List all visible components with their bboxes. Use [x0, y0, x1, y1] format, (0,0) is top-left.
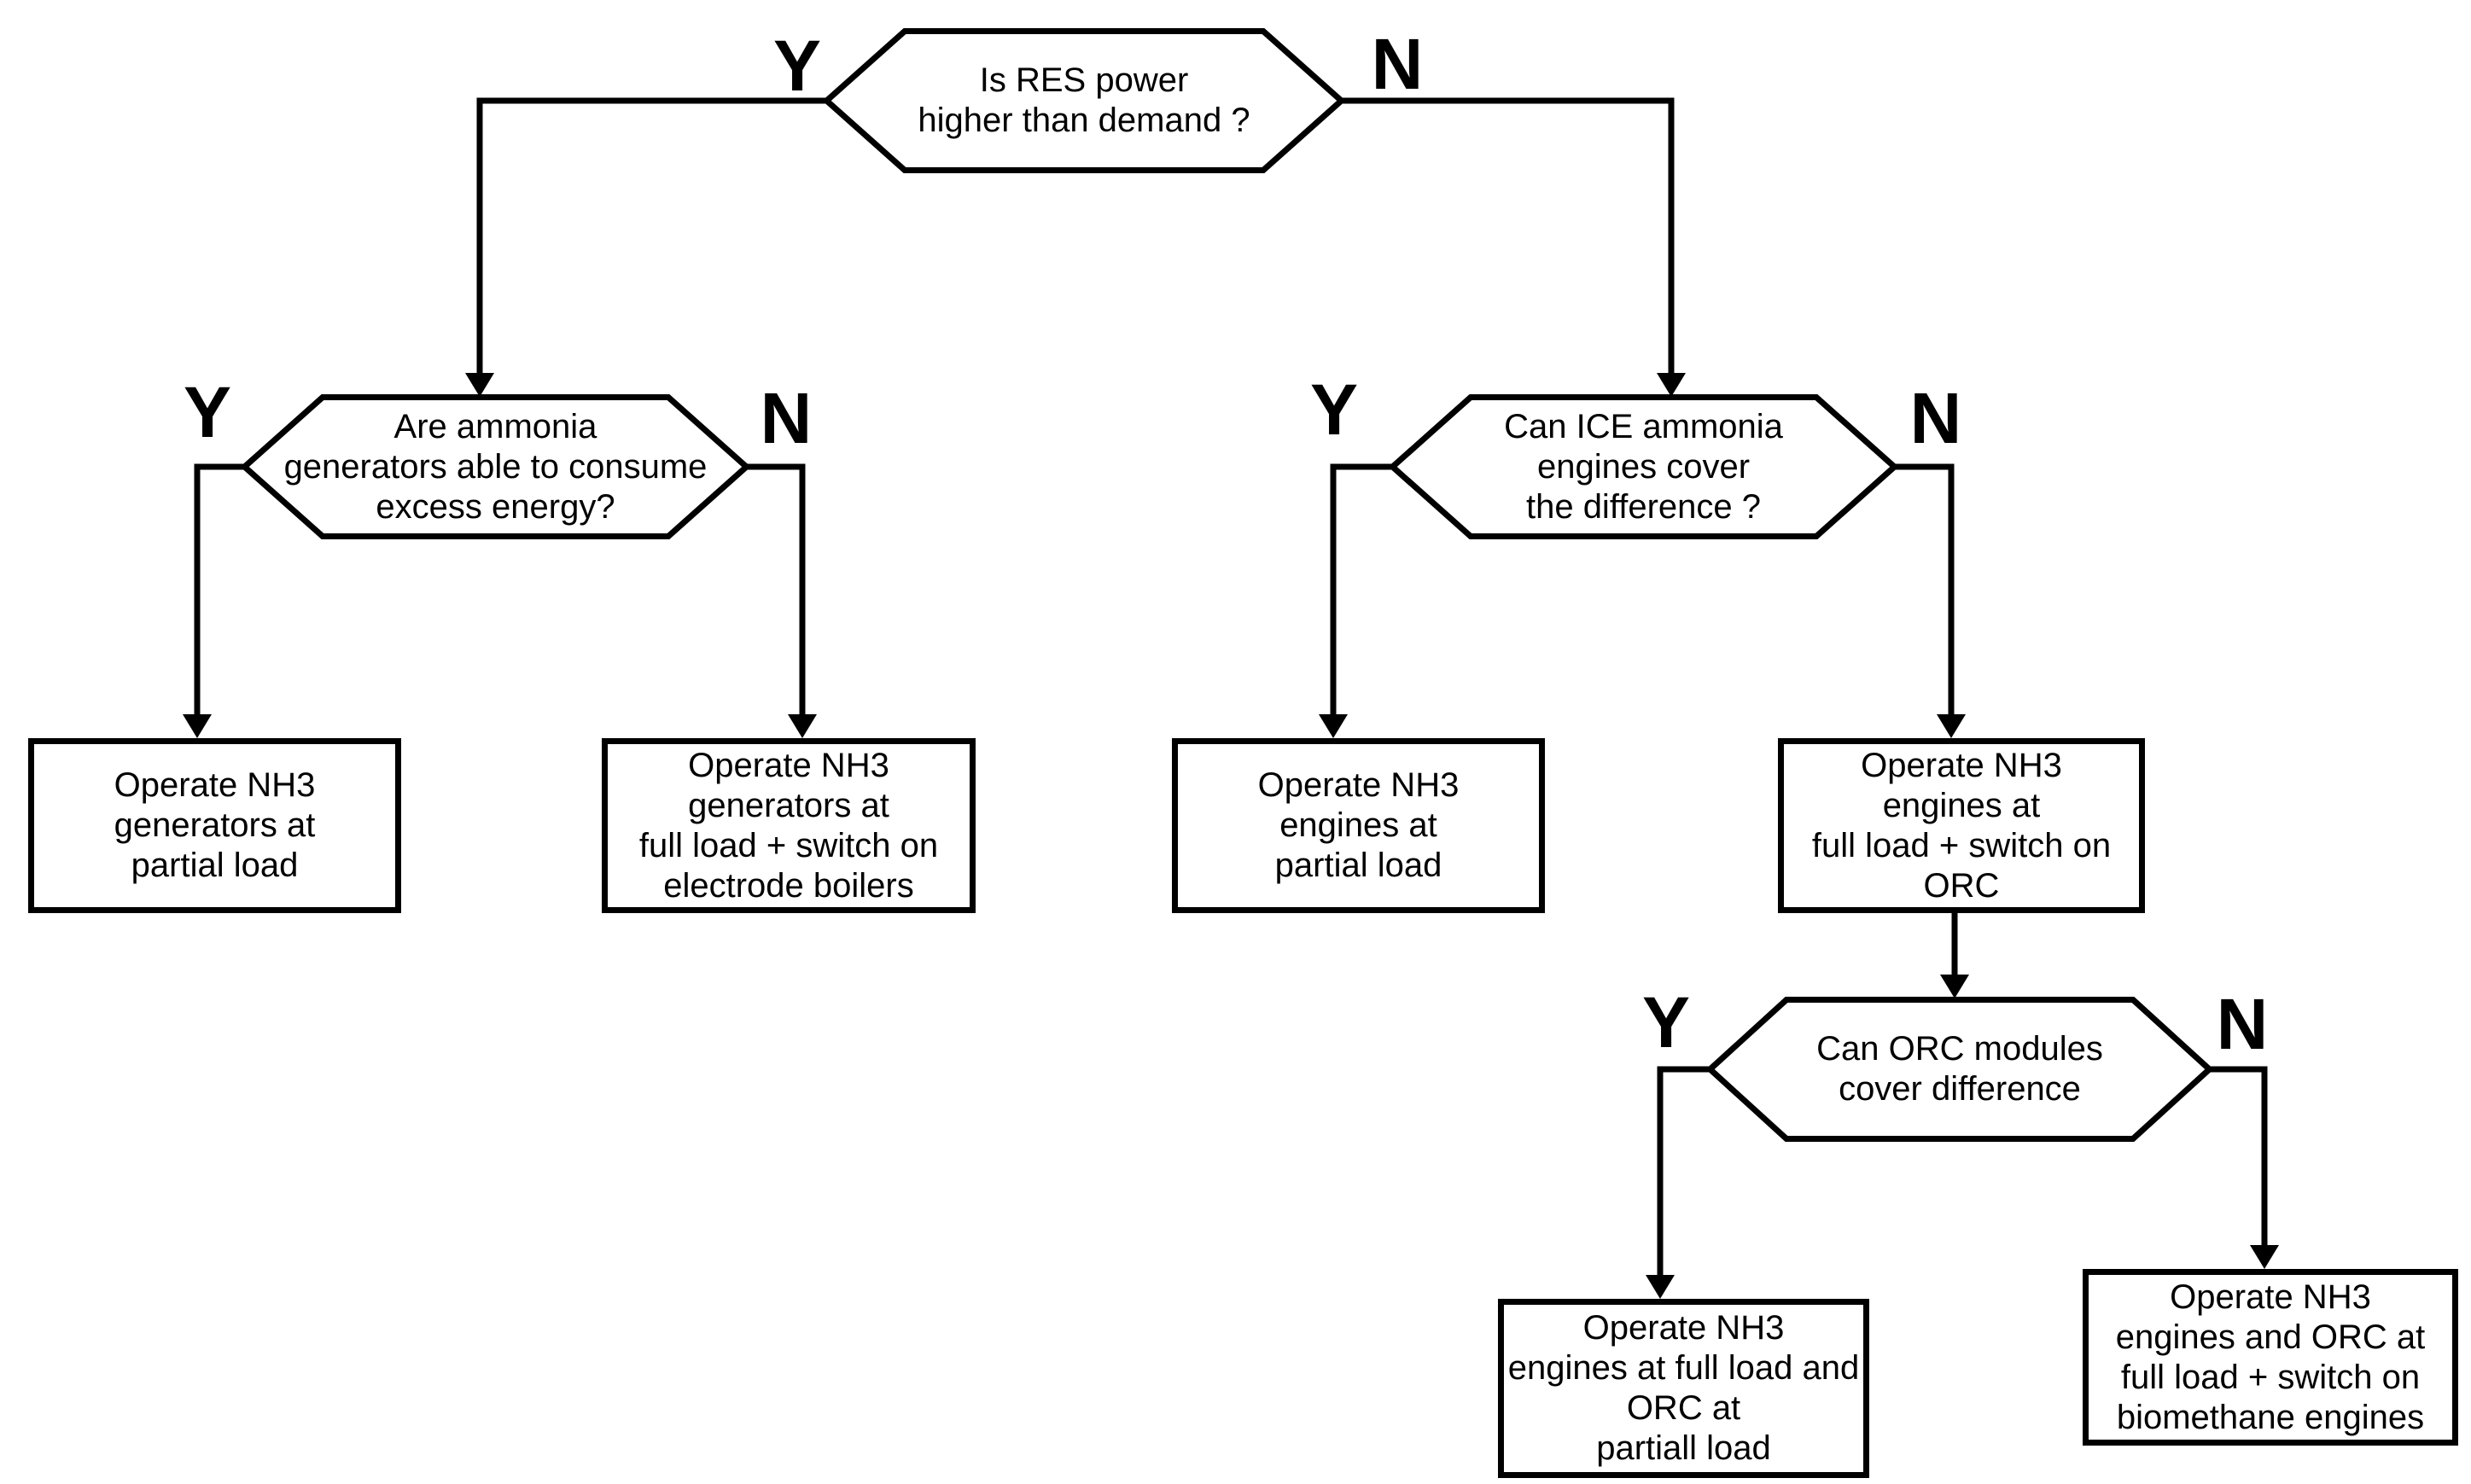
action-generators-partial-load-text: Operate NH3 generators at partial load [114, 766, 316, 884]
decision-res-power: Is RES power higher than demand ? [822, 28, 1346, 173]
action-generators-partial-load: Operate NH3 generators at partial load [28, 738, 401, 913]
decision-orc-modules: Can ORC modules cover difference [1705, 997, 2214, 1142]
edge-d4-yes-line [1657, 1066, 1710, 1281]
edge-d2-no-arrowhead-icon [788, 714, 817, 738]
branch-label-d4-no: N [2216, 984, 2269, 1064]
branch-label-d3-no: N [1909, 378, 1962, 458]
hexagon-shape [240, 394, 751, 539]
hexagon-shape [1705, 997, 2214, 1142]
action-engines-full-orc-partial: Operate NH3 engines at full load and ORC… [1498, 1299, 1869, 1478]
action-generators-full-load-boilers-text: Operate NH3 generators at full load + sw… [638, 746, 939, 905]
decision-ice-engines-text: Can ICE ammonia engines cover the differ… [1504, 407, 1783, 526]
action-engines-full-load-orc: Operate NH3 engines at full load + switc… [1778, 738, 2145, 913]
decision-ammonia-generators: Are ammonia generators able to consume e… [240, 394, 751, 539]
branch-label-d4-yes: Y [1641, 982, 1691, 1062]
edge-d1-no-arrowhead-icon [1657, 373, 1686, 397]
edge-d2-yes-arrowhead-icon [183, 714, 212, 738]
decision-ammonia-generators-text: Are ammonia generators able to consume e… [283, 407, 708, 526]
edge-d2-yes-line [194, 463, 245, 722]
edge-d3-no-line [1894, 463, 1955, 722]
action-engines-orc-full-biomethane: Operate NH3 engines and ORC at full load… [2083, 1269, 2458, 1446]
action-engines-partial-load-text: Operate NH3 engines at partial load [1257, 766, 1460, 884]
decision-ice-engines: Can ICE ammonia engines cover the differ… [1388, 394, 1899, 539]
action-generators-full-load-boilers: Operate NH3 generators at full load + sw… [602, 738, 976, 913]
edge-d3-yes-arrowhead-icon [1319, 714, 1348, 738]
edge-a4-next-arrowhead-icon [1940, 975, 1969, 998]
edge-d1-no-line [1341, 97, 1675, 381]
edge-d4-no-arrowhead-icon [2250, 1245, 2279, 1269]
decision-orc-modules-text: Can ORC modules cover difference [1816, 1030, 2103, 1108]
edge-d3-no-arrowhead-icon [1937, 714, 1966, 738]
edge-d4-no-line [2209, 1066, 2268, 1253]
decision-res-power-text: Is RES power higher than demand ? [918, 61, 1250, 139]
branch-label-d1-yes: Y [772, 26, 822, 106]
branch-label-d2-yes: Y [183, 372, 232, 452]
edge-d1-yes-arrowhead-icon [465, 373, 494, 397]
branch-label-d3-yes: Y [1309, 370, 1359, 450]
action-engines-full-load-orc-text: Operate NH3 engines at full load + switc… [1811, 746, 2112, 905]
edge-d1-yes-line [476, 97, 827, 381]
action-engines-full-orc-partial-text: Operate NH3 engines at full load and ORC… [1507, 1309, 1860, 1467]
hexagon-shape [822, 28, 1346, 173]
branch-label-d2-no: N [760, 378, 813, 458]
action-engines-orc-full-biomethane-text: Operate NH3 engines and ORC at full load… [2115, 1277, 2426, 1436]
edge-d4-yes-arrowhead-icon [1646, 1275, 1675, 1299]
edge-d2-no-line [746, 463, 806, 722]
hexagon-shape [1388, 394, 1899, 539]
edge-d3-yes-line [1330, 463, 1393, 722]
action-engines-partial-load: Operate NH3 engines at partial load [1172, 738, 1545, 913]
branch-label-d1-no: N [1371, 24, 1424, 104]
